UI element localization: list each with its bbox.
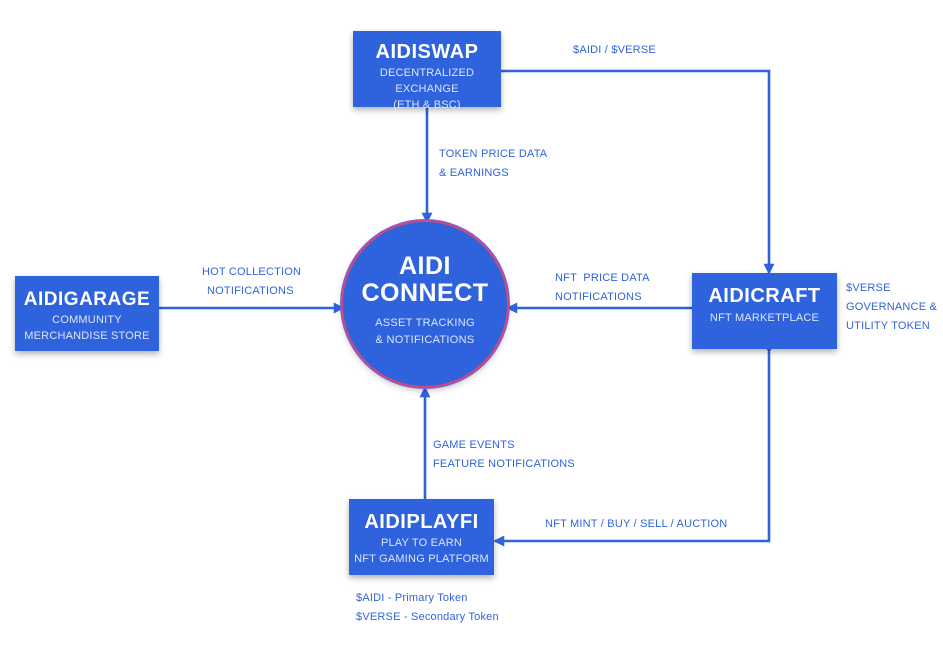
aidicraft-node: AIDICRAFT NFT MARKETPLACE <box>692 273 837 349</box>
aidicraft-title: AIDICRAFT <box>708 285 821 307</box>
label-garage-to-connect-line-2: NOTIFICATIONS <box>207 285 294 297</box>
label-garage-to-connect: HOT COLLECTION NOTIFICATIONS <box>202 263 301 301</box>
label-playfi-to-connect-line-2: FEATURE NOTIFICATIONS <box>433 458 575 470</box>
aidiswap-subtitle-line-2: (ETH & BSC) <box>393 98 461 111</box>
note-craft-tokens-line-2: GOVERNANCE & <box>846 301 938 313</box>
note-craft-tokens: $VERSE GOVERNANCE & UTILITY TOKEN <box>846 279 937 336</box>
hub-subtitle-line-1: ASSET TRACKING <box>375 317 475 329</box>
label-playfi-to-connect-line-1: GAME EVENTS <box>433 439 515 451</box>
aidigarage-title: AIDIGARAGE <box>23 289 151 310</box>
aidiplayfi-node: AIDIPLAYFI PLAY TO EARN NFT GAMING PLATF… <box>349 499 494 575</box>
aidiplayfi-subtitle-line-2: NFT GAMING PLATFORM <box>354 552 489 565</box>
aidiplayfi-title: AIDIPLAYFI <box>364 511 479 533</box>
label-playfi-to-connect: GAME EVENTS FEATURE NOTIFICATIONS <box>433 436 575 474</box>
label-swap-to-connect-line-1: TOKEN PRICE DATA <box>439 148 548 160</box>
aidiswap-node: AIDISWAP DECENTRALIZED EXCHANGE (ETH & B… <box>353 31 501 111</box>
label-craft-to-connect-line-2: NOTIFICATIONS <box>555 291 642 303</box>
label-swap-to-connect: TOKEN PRICE DATA & EARNINGS <box>439 145 547 183</box>
label-craft-to-connect: NFT PRICE DATA NOTIFICATIONS <box>555 269 650 307</box>
label-swap-to-craft-line-1: $AIDI / $VERSE <box>573 44 656 56</box>
hub-subtitle-line-2: & NOTIFICATIONS <box>375 333 475 346</box>
hub-subtitle: ASSET TRACKING & NOTIFICATIONS <box>343 315 507 348</box>
aidigarage-node: AIDIGARAGE COMMUNITY MERCHANDISE STORE <box>15 276 159 351</box>
note-craft-tokens-line-3: UTILITY TOKEN <box>846 320 930 332</box>
note-craft-tokens-line-1: $VERSE <box>846 282 891 294</box>
label-craft-playfi: NFT MINT / BUY / SELL / AUCTION <box>545 515 727 534</box>
aidiswap-subtitle-line-1: DECENTRALIZED EXCHANGE <box>379 67 475 95</box>
label-swap-to-connect-line-2: & EARNINGS <box>439 167 509 179</box>
aidiswap-title: AIDISWAP <box>375 41 479 63</box>
label-swap-to-craft: $AIDI / $VERSE <box>573 41 656 60</box>
hub-title-line-2: CONNECT <box>361 279 489 307</box>
aidigarage-subtitle-line-2: MERCHANDISE STORE <box>24 329 150 342</box>
note-playfi-tokens: $AIDI - Primary Token $VERSE - Secondary… <box>356 589 499 627</box>
arrow-craft-playfi-bidirectional <box>493 342 775 547</box>
label-garage-to-connect-line-1: HOT COLLECTION <box>202 266 302 278</box>
aidigarage-subtitle-line-1: COMMUNITY <box>52 313 122 326</box>
note-playfi-tokens-line-1: $AIDI - Primary Token <box>356 592 468 604</box>
label-craft-playfi-line-1: NFT MINT / BUY / SELL / AUCTION <box>545 518 728 530</box>
aidicraft-subtitle: NFT MARKETPLACE <box>709 312 820 324</box>
aidiplayfi-subtitle-line-1: PLAY TO EARN <box>380 537 463 549</box>
hub-title-line-1: AIDI <box>399 252 451 280</box>
note-playfi-tokens-line-2: $VERSE - Secondary Token <box>356 611 499 623</box>
arrow-swap-to-craft <box>501 69 775 275</box>
label-craft-to-connect-line-1: NFT PRICE DATA <box>555 272 650 284</box>
aidi-connect-hub: AIDI CONNECT ASSET TRACKING & NOTIFICATI… <box>343 222 507 386</box>
